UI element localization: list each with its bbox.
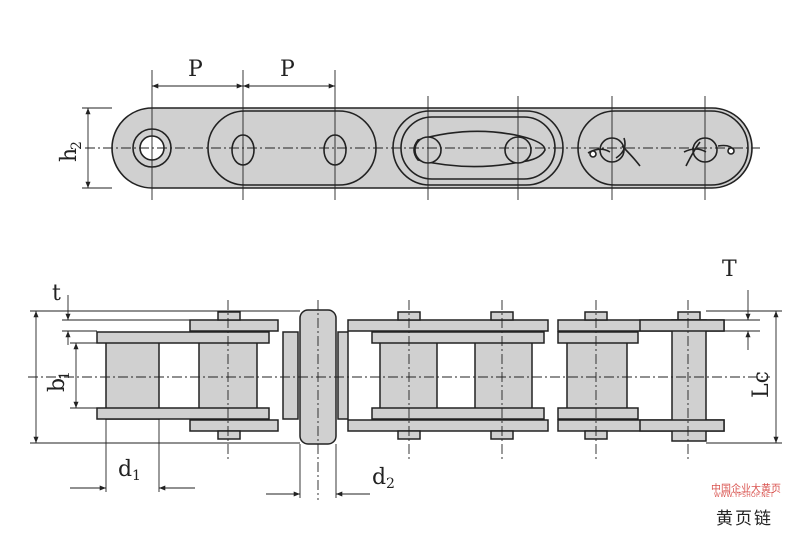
svg-text:2: 2	[69, 141, 85, 150]
roller-5	[566, 332, 628, 420]
Lc-label: Lc	[749, 371, 774, 398]
svg-text:2: 2	[386, 476, 395, 492]
d2-label: d 2	[372, 465, 395, 492]
watermark-line-1: 中国企业大黄页	[711, 484, 781, 495]
inner-plate-bot-3	[557, 407, 639, 420]
T-label: T	[722, 257, 737, 282]
svg-text:b: b	[45, 378, 70, 392]
roller-3	[379, 332, 438, 420]
top-view	[111, 107, 753, 189]
svg-text:Lc: Lc	[749, 371, 774, 398]
outer-plate-top-1	[189, 319, 279, 332]
top-centerlines	[82, 70, 760, 200]
end-plate	[639, 319, 725, 332]
outer-plate-bot-1	[189, 419, 279, 432]
t-label: t	[52, 281, 61, 306]
outer-plate-top-2	[347, 319, 549, 332]
inner-plate-top-1	[96, 331, 270, 344]
svg-text:1: 1	[57, 371, 73, 380]
b1-label: b 1	[45, 371, 73, 392]
svg-text:d: d	[372, 465, 386, 490]
svg-text:d: d	[118, 457, 132, 482]
d1-label: d 1	[118, 457, 141, 484]
h2-label: h 2	[57, 141, 85, 162]
outer-plate-bot-2	[347, 419, 549, 432]
connecting-plate-left	[282, 331, 299, 420]
inner-plate-bot-1	[96, 407, 270, 420]
side-centerlines	[28, 290, 782, 500]
pitch-label-2: P	[280, 57, 295, 82]
inner-plate-top-3	[557, 331, 639, 344]
end-plate-bot	[639, 419, 725, 432]
cotter-eye-b	[727, 147, 735, 155]
watermark-url: WWW.YPSHOP.NET	[714, 492, 775, 499]
pitch-label-1: P	[188, 57, 203, 82]
roller-1	[105, 332, 160, 420]
roller-4	[474, 332, 533, 420]
connecting-plate-right	[337, 331, 349, 420]
cotter-eye-a	[589, 150, 597, 158]
watermark-brand: 黄页链	[716, 509, 773, 529]
inner-plate-top-2	[371, 331, 545, 344]
svg-text:1: 1	[132, 468, 141, 484]
inner-plate-bot-2	[371, 407, 545, 420]
svg-text:h: h	[57, 148, 82, 162]
